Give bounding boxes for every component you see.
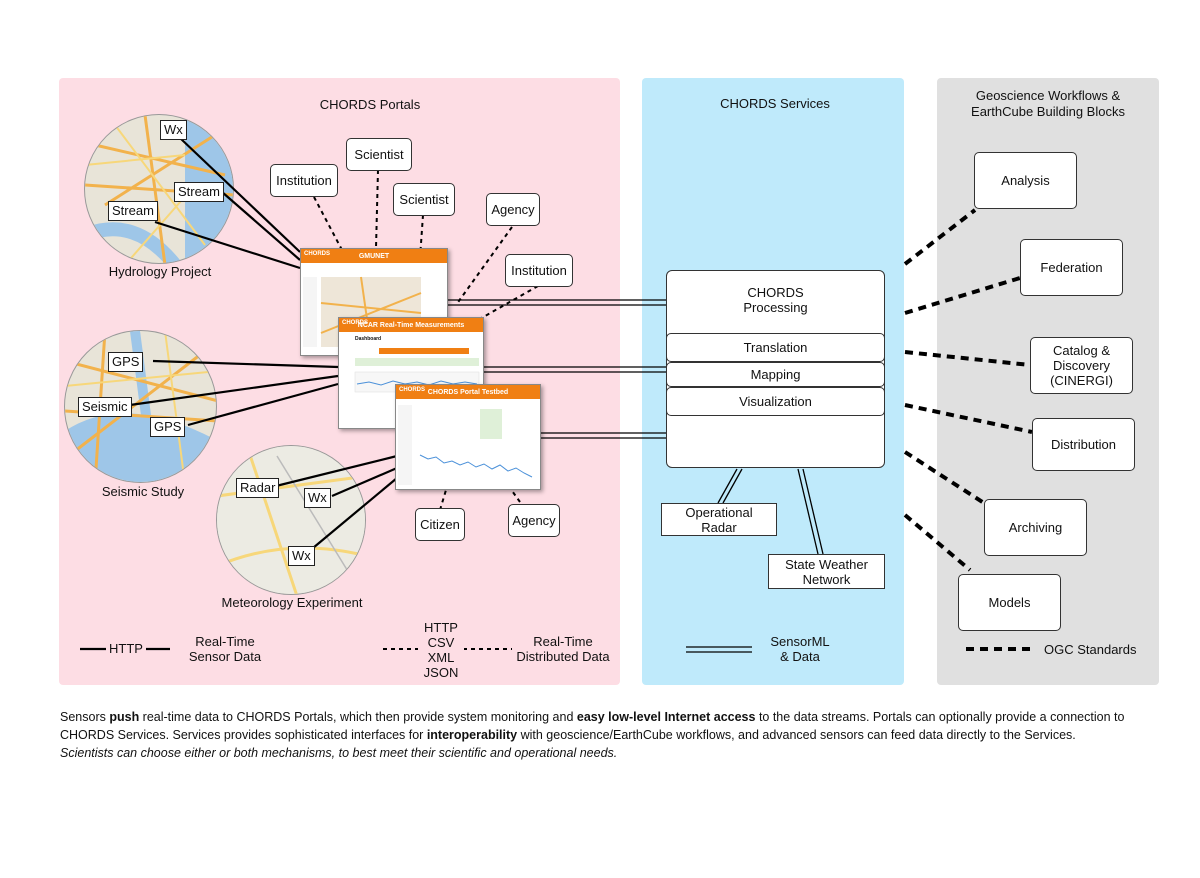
caption-p2: real-time data to CHORDS Portals, which … — [139, 710, 577, 724]
radar-line1: Operational — [685, 504, 753, 520]
catalog-discovery-box: Catalog & Discovery (CINERGI) — [1030, 337, 1133, 394]
figure-caption: Sensors push real-time data to CHORDS Po… — [60, 708, 1150, 762]
catalog-line3: (CINERGI) — [1050, 373, 1113, 388]
radar-line2: Radar — [701, 519, 737, 535]
format-csv: CSV — [427, 635, 455, 650]
portal-screen-chart — [398, 405, 533, 485]
portal-screen-title: GMUNET — [358, 252, 390, 260]
user-scientist-2: Scientist — [393, 183, 455, 216]
legend-ogc: OGC Standards — [1044, 642, 1137, 657]
meteorology-tag-wx-1: Wx — [304, 488, 331, 508]
workflows-title-line2: EarthCube Building Blocks — [971, 104, 1125, 119]
chords-logo: CHORDS — [399, 387, 426, 393]
processing-line1: CHORDS — [747, 285, 804, 300]
translation-box: Translation — [666, 333, 885, 362]
operational-radar-box: Operational Radar — [661, 503, 777, 536]
services-title: CHORDS Services — [720, 96, 830, 111]
caption-p4: with geoscience/EarthCube workflows, and… — [517, 728, 1076, 742]
catalog-line2: Discovery — [1052, 358, 1111, 373]
legend-realtime-sensor-line1: Real-Time — [195, 634, 255, 649]
meteorology-tag-radar: Radar — [236, 478, 280, 498]
legend-sensorml-line2: & Data — [780, 649, 820, 664]
distribution-box: Distribution — [1032, 418, 1135, 471]
hydrology-tag-stream-1: Stream — [174, 182, 224, 202]
portal-screen-testbed: CHORDS CHORDS Portal Testbed — [395, 384, 541, 490]
chords-logo: CHORDS — [304, 251, 331, 257]
caption-b3: interoperability — [426, 728, 518, 742]
weather-line1: State Weather — [785, 556, 868, 572]
workflows-title-line1: Geoscience Workflows & — [975, 88, 1121, 103]
hydrology-label: Hydrology Project — [108, 264, 212, 279]
portal-screen-header: CHORDS GMUNET — [301, 249, 447, 263]
caption-i1: Scientists can choose either or both mec… — [60, 746, 618, 760]
legend-http-tag: HTTP — [106, 640, 146, 658]
legend-realtime-sensor-line2: Sensor Data — [188, 649, 262, 664]
hydrology-tag-wx: Wx — [160, 120, 187, 140]
mapping-box: Mapping — [666, 362, 885, 387]
user-institution-1: Institution — [270, 164, 338, 197]
legend-sensorml-line1: SensorML — [770, 634, 830, 649]
models-box: Models — [958, 574, 1061, 631]
portal-screen-title: NCAR Real-Time Measurements — [357, 321, 465, 329]
legend-realtime-dist-line2: Distributed Data — [516, 649, 610, 664]
catalog-line1: Catalog & — [1052, 343, 1111, 358]
portal-screen-header: CHORDS NCAR Real-Time Measurements — [339, 318, 483, 332]
portal-screen-header: CHORDS CHORDS Portal Testbed — [396, 385, 540, 399]
caption-p1: Sensors — [60, 710, 110, 724]
portal-screen-title: CHORDS Portal Testbed — [427, 388, 509, 396]
archiving-box: Archiving — [984, 499, 1087, 556]
visualization-box: Visualization — [666, 387, 885, 416]
federation-box: Federation — [1020, 239, 1123, 296]
seismic-tag-gps-1: GPS — [108, 352, 144, 372]
format-json: JSON — [423, 665, 459, 680]
user-citizen: Citizen — [415, 508, 465, 541]
meteorology-label: Meteorology Experiment — [221, 595, 363, 610]
caption-b1: push — [109, 710, 140, 724]
caption-p3: to the data streams. Portals can optiona… — [60, 710, 1125, 742]
user-agency-1: Agency — [486, 193, 540, 226]
format-xml: XML — [427, 650, 455, 665]
portals-title: CHORDS Portals — [319, 97, 421, 112]
format-http: HTTP — [424, 620, 458, 635]
seismic-tag-gps-2: GPS — [150, 417, 186, 437]
user-agency-2: Agency — [508, 504, 560, 537]
legend-formats-box: HTTP CSV XML JSON — [418, 618, 464, 682]
analysis-box: Analysis — [974, 152, 1077, 209]
portal-screen-subtitle: Dashboard — [355, 336, 382, 342]
seismic-tag-seismic: Seismic — [78, 397, 132, 417]
user-scientist-1: Scientist — [346, 138, 412, 171]
processing-line2: Processing — [743, 300, 808, 315]
meteorology-tag-wx-2: Wx — [288, 546, 315, 566]
legend-realtime-dist-line1: Real-Time — [533, 634, 593, 649]
user-institution-2: Institution — [505, 254, 573, 287]
state-weather-network-box: State Weather Network — [768, 554, 885, 589]
seismic-label: Seismic Study — [101, 484, 185, 499]
caption-b2: easy low-level Internet access — [576, 710, 756, 724]
chords-logo: CHORDS — [342, 320, 369, 326]
weather-line2: Network — [802, 571, 851, 587]
hydrology-tag-stream-2: Stream — [108, 201, 158, 221]
